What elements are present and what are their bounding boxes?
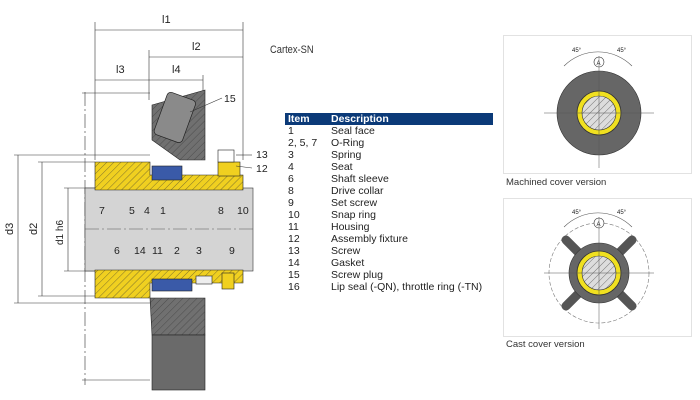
parts-table: Item Description 1 Seal face 2, 5, 7 O-Ring… — [285, 113, 493, 293]
item-number: 14 — [288, 257, 300, 269]
product-title: Cartex-SN — [270, 44, 314, 56]
angle-left: 45° — [572, 210, 582, 216]
callout-14: 14 — [134, 245, 146, 257]
item-number: 4 — [288, 161, 294, 173]
item-description: Housing — [331, 221, 370, 233]
item-description: Screw plug — [331, 269, 383, 281]
callout-7: 7 — [99, 205, 105, 217]
callout-12: 12 — [256, 163, 268, 175]
dim-l2: l2 — [192, 41, 201, 53]
table-row: 1 Seal face — [285, 125, 493, 137]
callout-2: 2 — [174, 245, 180, 257]
item-number: 10 — [288, 209, 300, 221]
callout-5: 5 — [129, 205, 135, 217]
table-row: 12 Assembly fixture — [285, 233, 493, 245]
table-row: 11 Housing — [285, 221, 493, 233]
table-row: 2, 5, 7 O-Ring — [285, 137, 493, 149]
item-description: Screw — [331, 245, 361, 257]
marker-a: A — [597, 222, 601, 228]
table-row: 8 Drive collar — [285, 185, 493, 197]
seal-cross-section-drawing: l1 l2 l3 l4 d3 d2 d1 h6 15 13 12 7 5 4 1… — [4, 14, 268, 391]
item-description: Snap ring — [331, 209, 376, 221]
item-number: 8 — [288, 185, 294, 197]
table-row: 16 Lip seal (-QN), throttle ring (-TN) — [285, 281, 493, 293]
dim-d1: d1 h6 — [55, 220, 66, 245]
item-number: 2, 5, 7 — [288, 137, 318, 149]
dim-d3: d3 — [4, 223, 16, 235]
callout-13: 13 — [256, 149, 268, 161]
machined-cover-drawing: 45° 45° A — [544, 48, 654, 168]
item-description: Set screw — [331, 197, 378, 209]
item-number: 9 — [288, 197, 294, 209]
item-number: 6 — [288, 173, 294, 185]
item-description: Lip seal (-QN), throttle ring (-TN) — [331, 281, 483, 293]
cast-cover-panel: 45° 45° A — [503, 198, 692, 337]
dim-l4: l4 — [172, 64, 181, 76]
table-row: 14 Gasket — [285, 257, 493, 269]
table-row: 3 Spring — [285, 149, 493, 161]
callout-11: 11 — [152, 245, 163, 257]
item-number: 11 — [288, 221, 299, 233]
item-description: Drive collar — [331, 185, 384, 197]
item-description: O-Ring — [331, 137, 365, 149]
cast-cover-drawing: 45° 45° A — [544, 210, 654, 329]
dim-d2: d2 — [28, 223, 40, 235]
table-row: 9 Set screw — [285, 197, 493, 209]
item-description: Seal face — [331, 125, 375, 137]
callout-6: 6 — [114, 245, 120, 257]
item-description: Seat — [331, 161, 353, 173]
callout-3: 3 — [196, 245, 202, 257]
table-row: 15 Screw plug — [285, 269, 493, 281]
cast-cover-caption: Cast cover version — [506, 339, 585, 350]
angle-right: 45° — [617, 48, 627, 54]
angle-left: 45° — [572, 48, 582, 54]
table-row: 6 Shaft sleeve — [285, 173, 493, 185]
table-row: 10 Snap ring — [285, 209, 493, 221]
header-description: Description — [328, 113, 493, 125]
callout-1: 1 — [160, 205, 166, 217]
callout-10: 10 — [237, 205, 249, 217]
dim-l1: l1 — [162, 14, 171, 26]
item-number: 1 — [288, 125, 294, 137]
dim-l3: l3 — [116, 64, 125, 76]
item-description: Assembly fixture — [331, 233, 409, 245]
angle-right: 45° — [617, 210, 627, 216]
callout-15: 15 — [224, 93, 236, 105]
table-row: 4 Seat — [285, 161, 493, 173]
callout-8: 8 — [218, 205, 224, 217]
table-row: 13 Screw — [285, 245, 493, 257]
header-item: Item — [285, 113, 328, 125]
item-description: Shaft sleeve — [331, 173, 389, 185]
item-number: 13 — [288, 245, 300, 257]
machined-cover-panel: 45° 45° A — [503, 35, 692, 174]
callout-9: 9 — [229, 245, 235, 257]
item-number: 3 — [288, 149, 294, 161]
item-number: 16 — [288, 281, 300, 293]
item-number: 15 — [288, 269, 300, 281]
machined-cover-caption: Machined cover version — [506, 177, 607, 188]
marker-a: A — [597, 61, 601, 67]
item-description: Gasket — [331, 257, 365, 269]
callout-4: 4 — [144, 205, 150, 217]
item-description: Spring — [331, 149, 362, 161]
item-number: 12 — [288, 233, 300, 245]
